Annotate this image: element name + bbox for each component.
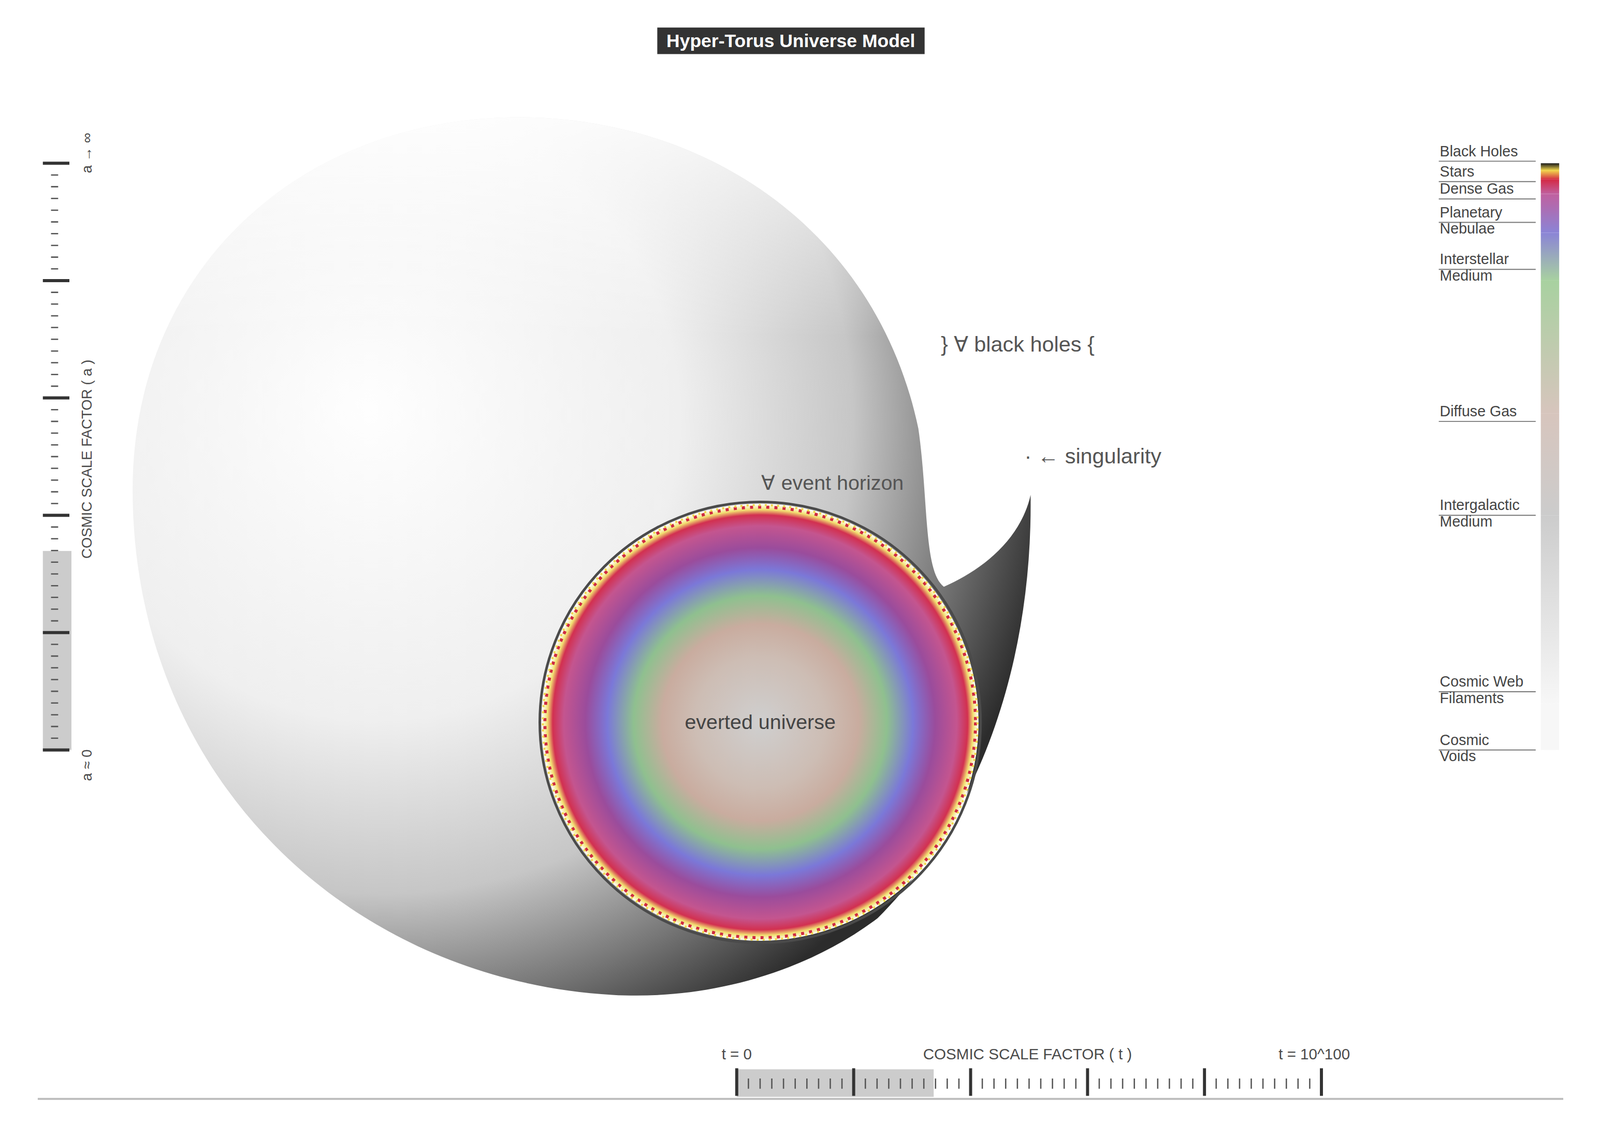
torus-shape (132, 117, 1031, 996)
legend-swatch (1540, 163, 1560, 171)
axis-end-label: t = 0 (721, 1044, 752, 1064)
axis-title: COSMIC SCALE FACTOR ( t ) (923, 1044, 1132, 1064)
legend-swatch (1540, 704, 1560, 751)
legend-swatch (1540, 413, 1560, 516)
title-box: Hyper-Torus Universe Model (657, 27, 925, 54)
legend-underline (1438, 198, 1536, 200)
legend-swatch (1540, 193, 1560, 233)
legend-label: Stars (1440, 163, 1543, 180)
circle-border (539, 502, 981, 943)
axis-major-ticks (736, 1068, 1322, 1096)
axis-title: COSMIC SCALE FACTOR ( a ) (78, 359, 96, 559)
legend-swatch (1540, 280, 1560, 414)
legend-label: Diffuse Gas (1440, 402, 1543, 420)
axis-major-ticks (42, 163, 70, 750)
axis-highlight (42, 550, 72, 750)
universe-fill (541, 504, 979, 941)
axis-highlight (736, 1069, 934, 1097)
legend-underline (1438, 160, 1536, 162)
legend-swatch (1540, 232, 1560, 281)
legend-label: Intergalactic Medium (1440, 497, 1532, 530)
legend-swatch (1540, 170, 1560, 180)
annotation: } ∀ black holes { (940, 330, 1095, 357)
legend-swatch (1540, 515, 1560, 705)
legend-label: Interstellar Medium (1440, 251, 1532, 284)
legend-label: Cosmic Voids (1440, 731, 1502, 765)
axis-minor-ticks (748, 1078, 1310, 1089)
legend-label: Cosmic Web Filaments (1440, 673, 1532, 707)
speckle-ring (544, 506, 976, 938)
axis-end-label: a ≈ 0 (78, 749, 96, 781)
torus-top-fade (132, 117, 1031, 996)
axis-minor-ticks (51, 175, 59, 739)
speckle-ring (542, 504, 978, 940)
universe-circle: everted universe (537, 500, 983, 945)
node-label: everted universe (684, 710, 836, 735)
annotation: · ← singularity (1024, 443, 1162, 470)
base-line (37, 1097, 1564, 1100)
legend-label: Dense Gas (1440, 180, 1543, 198)
annotation: ∀ event horizon (761, 470, 904, 495)
legend-label: Planetary Nebulae (1440, 204, 1532, 237)
legend-swatch (1540, 179, 1560, 195)
axis-end-label: a → ∞ (78, 133, 96, 174)
axis-end-label: t = 10^100 (1278, 1044, 1350, 1064)
legend-underlines (1438, 161, 1536, 750)
legend-underline (1438, 420, 1536, 423)
legend-label: Black Holes (1440, 142, 1543, 160)
